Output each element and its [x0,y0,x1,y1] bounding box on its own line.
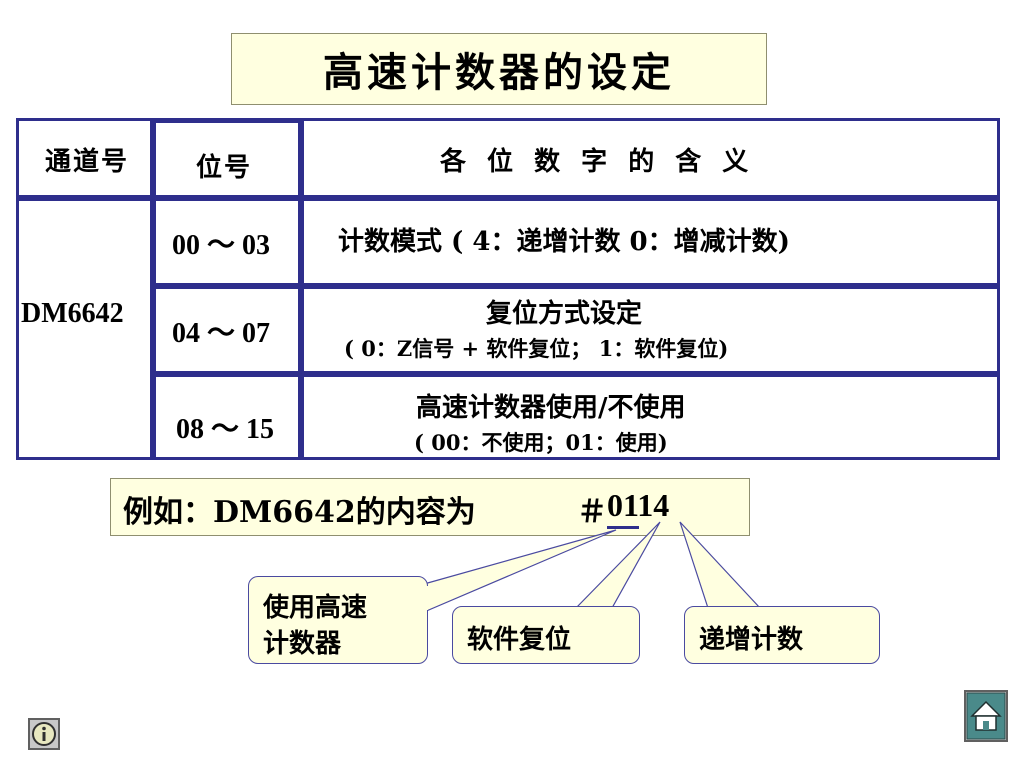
callout-pointer-increment [679,521,762,609]
meaning-line-1: 复位方式设定 [486,299,643,329]
example-hash: ＃ [577,495,607,530]
bit-range-label: 04 ～ 07 [172,318,271,349]
callout-use-counter-line-1: 使用高速 [263,593,368,623]
home-button[interactable] [964,690,1008,742]
bit-range-label: 08 ～ 15 [176,414,275,445]
meaning-line-2: ( 00：不使用；01：使用) [414,430,668,455]
meaning-cell-row-3: 高速计数器使用/不使用 ( 00：不使用；01：使用) [301,374,1000,460]
callout-use-counter-line-2: 计数器 [263,629,342,659]
meaning-line-1: 高速计数器使用/不使用 [416,393,686,423]
home-icon [966,692,1006,740]
example-box: 例如：DM6642的内容为 ＃ 0114 [110,478,750,536]
header-meaning-label: 各 位 数 字 的 含 义 [440,147,755,177]
bit-cell-row-1: 00 ～ 03 [153,198,301,286]
callout-pointer-software-reset [574,521,661,609]
pointer-join [425,586,428,610]
info-button[interactable] [28,718,60,750]
meaning-cell-row-1: 计数模式 ( 4：递增计数 0：增减计数) [301,198,1000,286]
header-cell-bit: 位号 [153,120,301,198]
bit-cell-row-2: 04 ～ 07 [153,286,301,374]
callout-software-reset-label: 软件复位 [467,625,572,655]
header-cell-channel: 通道号 [16,118,153,198]
page-title: 高速计数器的设定 [231,33,767,105]
callout-software-reset: 软件复位 [452,606,640,664]
example-prefix: 例如：DM6642的内容为 [123,495,476,530]
header-channel-label: 通道号 [45,147,130,177]
header-cell-meaning: 各 位 数 字 的 含 义 [301,118,1000,198]
page-title-text: 高速计数器的设定 [323,49,675,96]
callout-increment-count: 递增计数 [684,606,880,664]
callout-use-counter: 使用高速 计数器 [248,576,428,664]
header-bit-label: 位号 [196,153,253,183]
channel-value: DM6642 [21,298,124,329]
info-icon [32,722,56,746]
channel-cell: DM6642 [16,198,153,460]
example-value: 0114 [607,487,670,523]
meaning-cell-row-2: 复位方式设定 ( 0：Z信号 + 软件复位； 1：软件复位) [301,286,1000,374]
digit-underline [607,526,639,529]
meaning-line-2: ( 0：Z信号 + 软件复位； 1：软件复位) [344,336,729,361]
bit-cell-row-3: 08 ～ 15 [153,374,301,460]
callout-increment-count-label: 递增计数 [699,625,804,655]
bit-range-label: 00 ～ 03 [172,230,271,261]
meaning-line-1: 计数模式 ( 4：递增计数 0：增减计数) [338,227,790,257]
